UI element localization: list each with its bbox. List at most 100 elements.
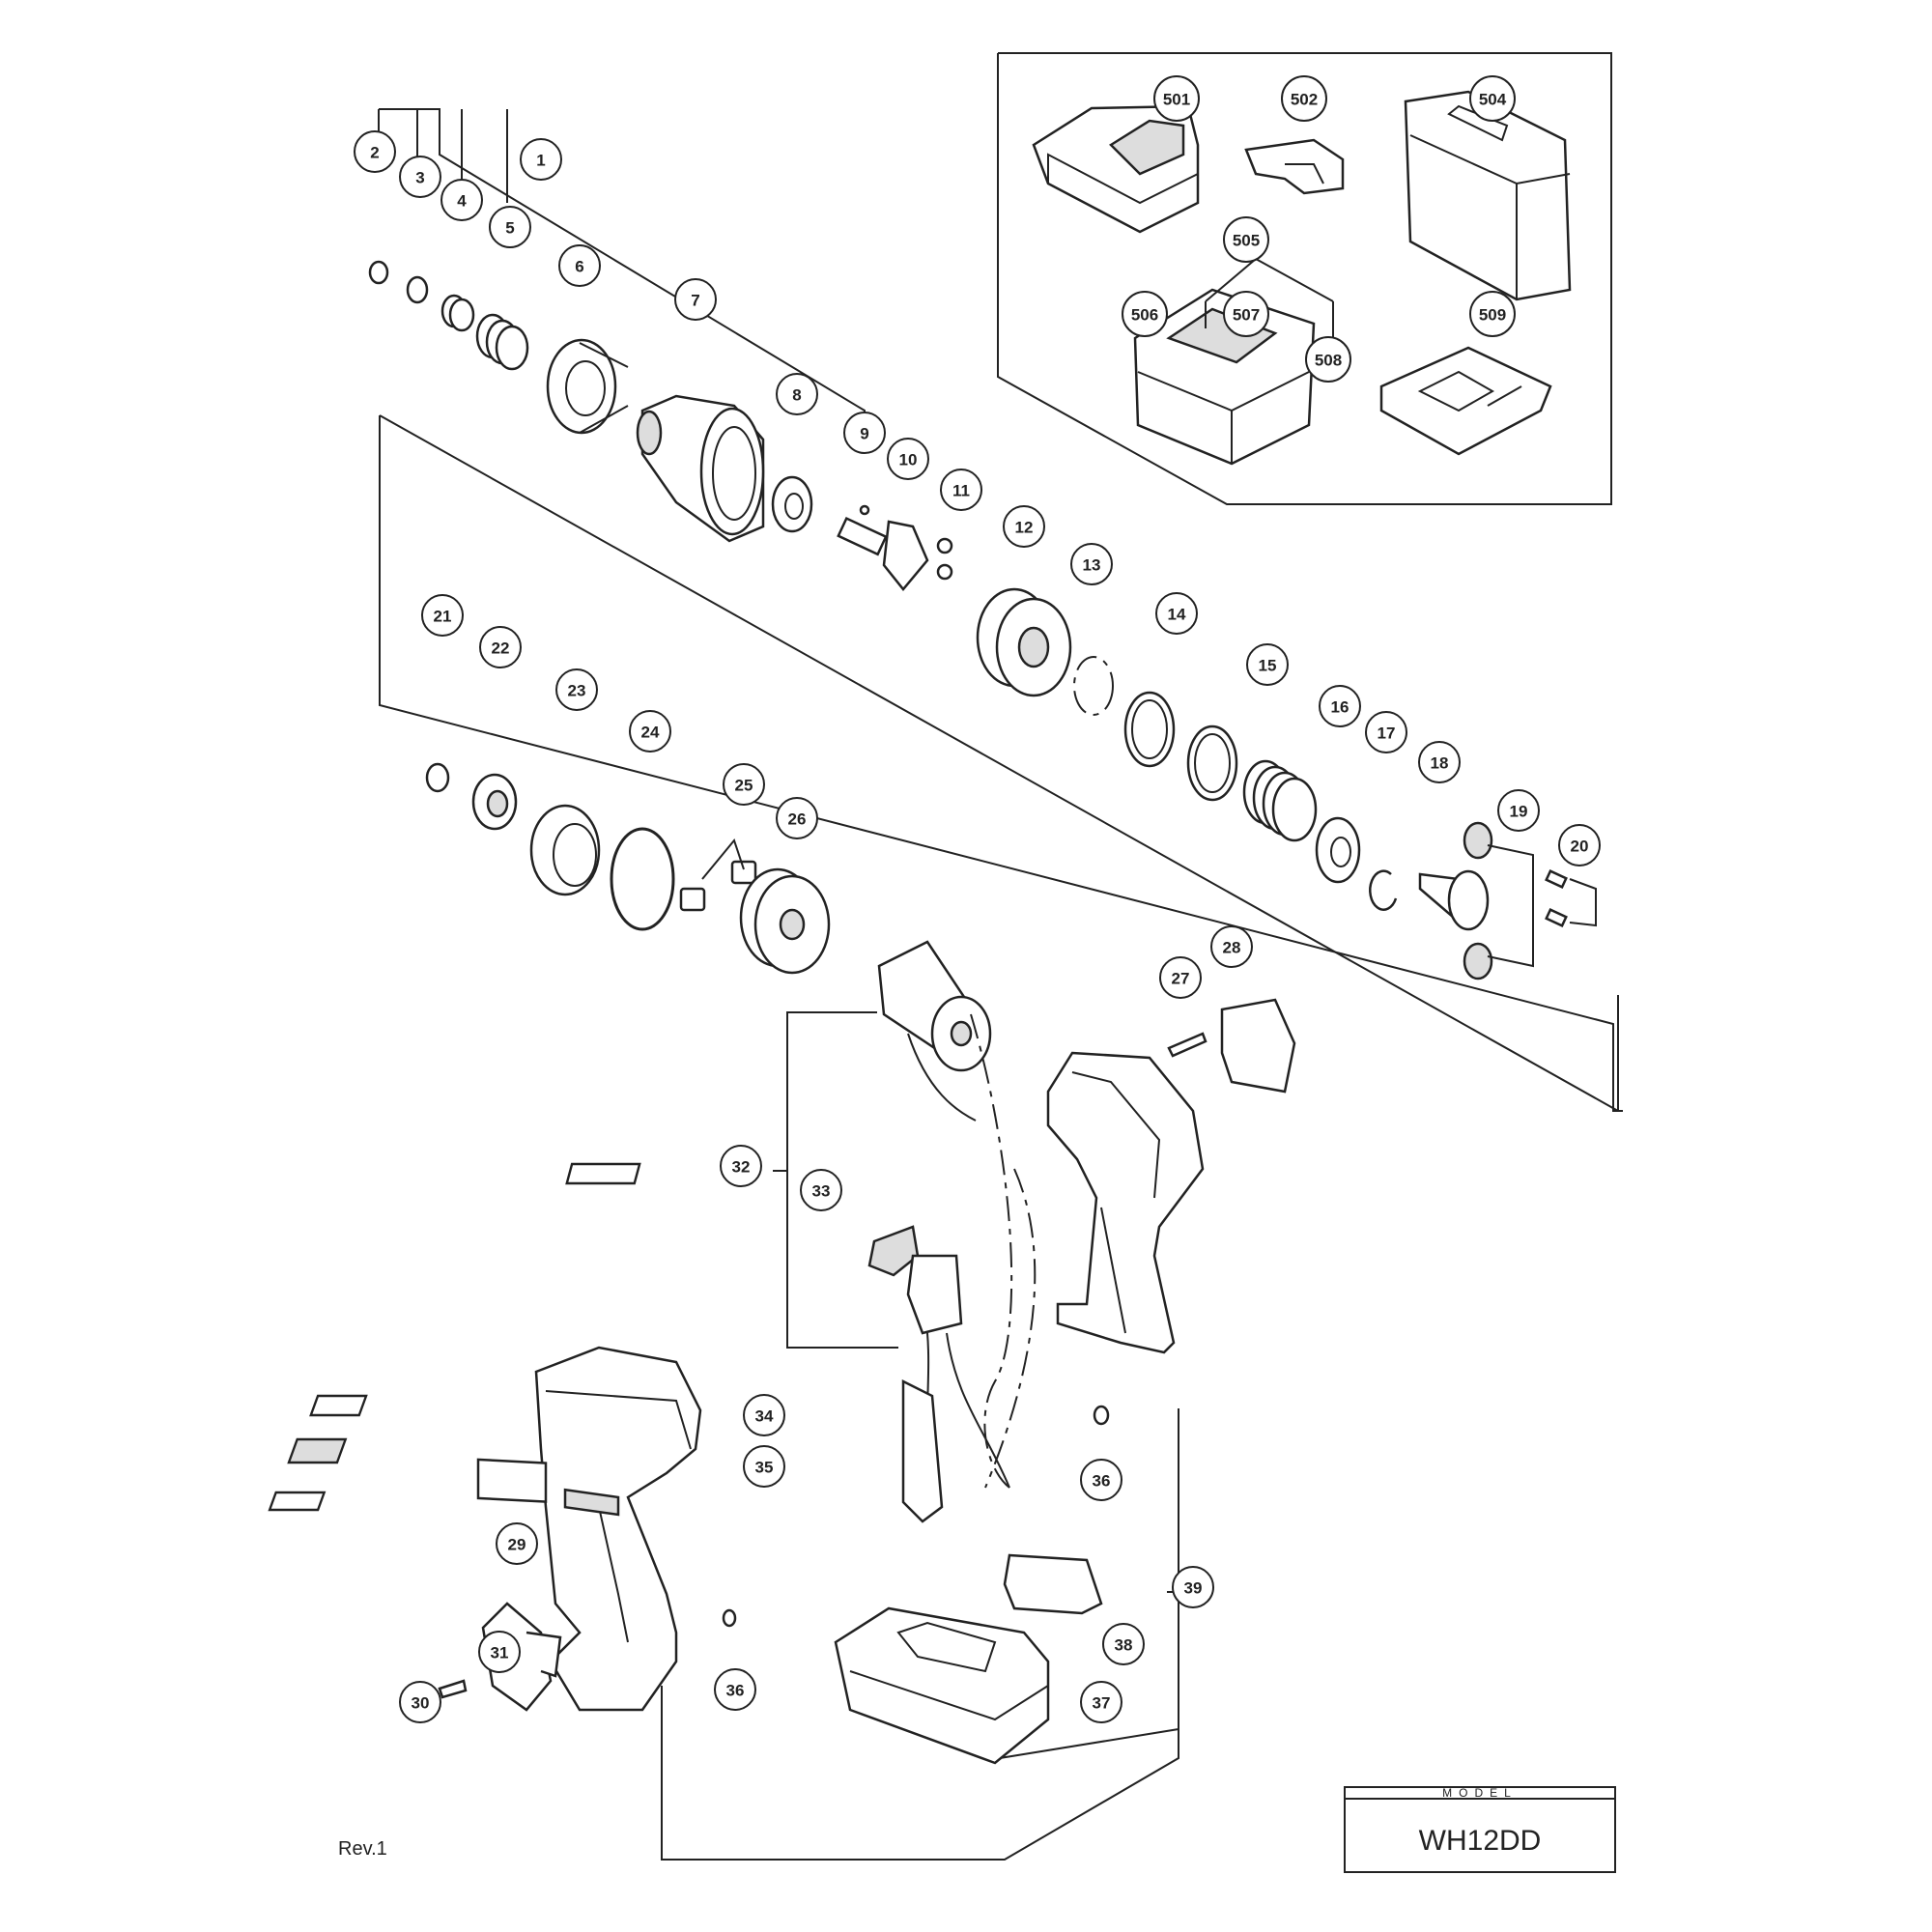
part-callout-21: 21 [421, 594, 464, 637]
accessory-callout-508: 508 [1305, 336, 1351, 383]
callout-circle [1153, 75, 1200, 122]
part-callout-18: 18 [1418, 741, 1461, 783]
callout-circle [1497, 789, 1540, 832]
callout-number: 23 [568, 682, 586, 700]
callout-circle [354, 130, 396, 173]
callout-number: 31 [491, 1644, 509, 1662]
callout-circle [1210, 925, 1253, 968]
battery-drawing [834, 1606, 1050, 1765]
part-callout-39: 39 [1172, 1566, 1214, 1608]
callout-number: 9 [860, 425, 868, 443]
callout-circle [723, 763, 765, 806]
callout-circle [558, 244, 601, 287]
accessory-callout-509: 509 [1469, 291, 1516, 337]
callout-number: 8 [792, 386, 801, 405]
callout-circle [1070, 543, 1113, 585]
part-callout-16: 16 [1319, 685, 1361, 727]
callout-number: 5 [505, 219, 514, 238]
part-callout-14: 14 [1155, 592, 1198, 635]
part-callout-31: 31 [478, 1631, 521, 1673]
callout-circle [1365, 711, 1407, 753]
callout-number: 505 [1233, 232, 1260, 250]
callout-circle [743, 1394, 785, 1436]
part-callout-5: 5 [489, 206, 531, 248]
gear-case-drawing [739, 867, 831, 975]
part-callout-32: 32 [720, 1145, 762, 1187]
callout-circle [421, 594, 464, 637]
callout-number: 1 [536, 152, 545, 170]
accessory-callout-504: 504 [1469, 75, 1516, 122]
callout-number: 36 [1093, 1472, 1111, 1491]
part-callout-30: 30 [399, 1681, 441, 1723]
callout-circle [399, 156, 441, 198]
callout-number: 509 [1479, 306, 1506, 325]
callout-number: 10 [899, 451, 918, 469]
callout-circle [887, 438, 929, 480]
callout-number: 504 [1479, 91, 1507, 109]
callout-number: 16 [1331, 698, 1350, 717]
callout-number: 506 [1131, 306, 1158, 325]
callout-number: 508 [1315, 352, 1342, 370]
callout-number: 2 [370, 144, 379, 162]
callout-circle [1102, 1623, 1145, 1665]
callout-circle [1418, 741, 1461, 783]
part-callout-1: 1 [520, 138, 562, 181]
part-callout-33: 33 [800, 1169, 842, 1211]
callout-number: 32 [732, 1158, 751, 1177]
callout-number: 29 [508, 1536, 526, 1554]
callout-circle [496, 1522, 538, 1565]
carrying-case-drawing [1404, 90, 1572, 301]
callout-circle [720, 1145, 762, 1187]
callout-number: 13 [1083, 556, 1101, 575]
callout-number: 11 [952, 482, 970, 500]
switch-drawing [867, 1225, 1010, 1508]
part-callout-24: 24 [629, 710, 671, 753]
charger-drawing [1032, 104, 1200, 234]
callout-circle [714, 1668, 756, 1711]
hammer-drawing [976, 587, 1072, 697]
callout-number: 12 [1015, 519, 1034, 537]
callout-circle [1080, 1459, 1122, 1501]
callout-number: 507 [1233, 306, 1260, 325]
callout-number: 38 [1115, 1636, 1133, 1655]
callout-number: 30 [412, 1694, 430, 1713]
part-callout-4: 4 [440, 179, 483, 221]
part-callout-26: 26 [776, 797, 818, 839]
part-callout-25: 25 [723, 763, 765, 806]
callout-number: 33 [812, 1182, 831, 1201]
part-callout-2: 2 [354, 130, 396, 173]
part-callout-37: 37 [1080, 1681, 1122, 1723]
hammer-case-drawing [636, 394, 765, 543]
callout-circle [478, 1631, 521, 1673]
ball-bearing-drawing [471, 773, 518, 831]
callout-circle [800, 1169, 842, 1211]
accessory-callout-505: 505 [1223, 216, 1269, 263]
part-callout-9: 9 [843, 412, 886, 454]
callout-circle [555, 668, 598, 711]
accessory-box-border [997, 52, 1612, 505]
callout-number: 502 [1291, 91, 1318, 109]
callout-circle [489, 206, 531, 248]
callout-circle [940, 469, 982, 511]
part-callout-27: 27 [1159, 956, 1202, 999]
part-callout-38: 38 [1102, 1623, 1145, 1665]
part-callout-36: 36 [1080, 1459, 1122, 1501]
callout-number: 27 [1172, 970, 1190, 988]
part-callout-8: 8 [776, 373, 818, 415]
callout-circle [1223, 216, 1269, 263]
part-callout-28: 28 [1210, 925, 1253, 968]
anvil-drawing [837, 516, 929, 591]
callout-circle [776, 373, 818, 415]
case-insert-drawing [1379, 346, 1552, 456]
housing-left-drawing [534, 1346, 702, 1712]
callout-number: 7 [691, 292, 699, 310]
model-label: MODEL [1442, 1786, 1518, 1800]
spindle-drawing [1418, 869, 1490, 931]
callout-number: 22 [492, 639, 510, 658]
callout-circle [399, 1681, 441, 1723]
callout-number: 35 [755, 1459, 774, 1477]
part-callout-13: 13 [1070, 543, 1113, 585]
accessory-callout-501: 501 [1153, 75, 1200, 122]
part-callout-7: 7 [674, 278, 717, 321]
